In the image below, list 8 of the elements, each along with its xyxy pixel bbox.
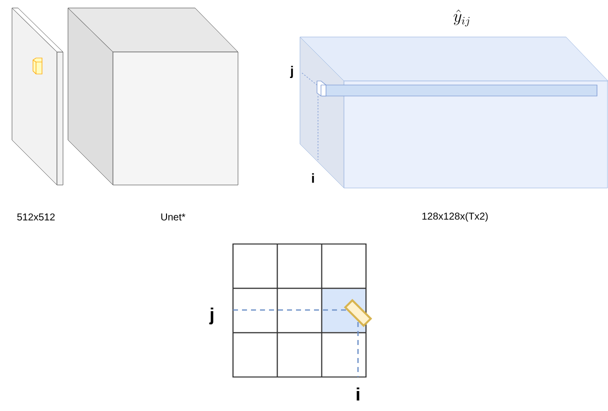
axis-letter: i [356, 387, 360, 400]
network-label: Unet* [161, 214, 186, 220]
axis-letter: j [209, 308, 214, 324]
axis-letter: j [290, 66, 293, 78]
size-label: 128x128x(Tx2) [422, 212, 488, 222]
axis-letter: i [312, 173, 314, 183]
output-formula: $\hat{y}_{ij}$ [454, 10, 470, 26]
size-label: 512x512 [17, 213, 55, 221]
